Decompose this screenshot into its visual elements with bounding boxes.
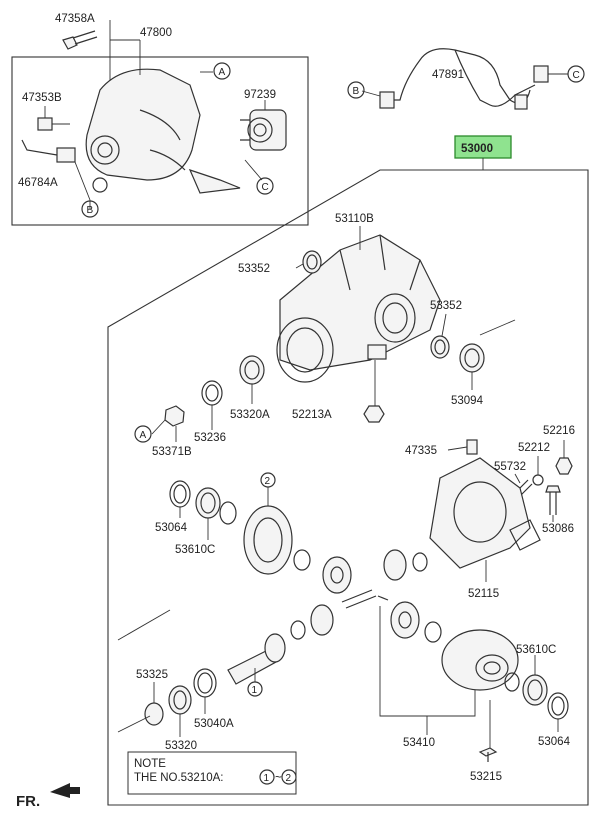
part-53040a-spacer[interactable] — [193, 668, 217, 698]
note-ref-2: 2 — [286, 773, 292, 784]
part-pinion-gear-upper[interactable] — [383, 549, 407, 581]
part-53352-seal-right[interactable] — [430, 335, 450, 359]
front-label: FR. — [16, 793, 40, 810]
actuator-group-box — [11, 56, 309, 226]
part-47353b-sensor[interactable] — [37, 117, 53, 131]
ref-circle-b-right — [347, 81, 365, 99]
label-53352-left: 53352 — [238, 263, 270, 275]
ref-circle-c-left — [256, 177, 274, 195]
label-53086: 53086 — [542, 523, 574, 535]
part-53320-bearing[interactable] — [168, 685, 192, 715]
part-53610c-bearing-lower[interactable] — [522, 674, 548, 706]
ref-circle-b-left — [81, 200, 99, 218]
label-52115: 52115 — [468, 588, 499, 600]
part-46784a-harness[interactable] — [21, 139, 76, 163]
label-52212: 52212 — [518, 442, 550, 454]
part-97239-motor[interactable] — [240, 109, 287, 151]
part-53215-bolt[interactable] — [478, 747, 498, 762]
note-ref-1: 1 — [264, 773, 270, 784]
label-53610c-lower: 53610C — [516, 644, 556, 656]
label-52213a: 52213A — [292, 409, 332, 421]
label-53000: 53000 — [461, 143, 493, 155]
ref-c-right: C — [573, 70, 580, 81]
part-ring-gear[interactable] — [243, 505, 293, 575]
label-53325: 53325 — [136, 669, 168, 681]
label-53110b: 53110B — [335, 213, 374, 225]
part-pinion-shaft[interactable] — [341, 589, 389, 609]
part-52212-washer[interactable] — [532, 474, 544, 486]
part-53064-seal-lower[interactable] — [547, 692, 569, 720]
label-53094: 53094 — [451, 395, 484, 407]
part-52216-plug[interactable] — [555, 457, 573, 475]
part-side-gear-left[interactable] — [322, 556, 352, 594]
assembly-53000-frame — [107, 169, 589, 806]
label-52216: 52216 — [543, 425, 575, 437]
label-97239: 97239 — [244, 89, 276, 101]
label-47891: 47891 — [432, 69, 464, 81]
label-53215: 53215 — [470, 771, 502, 783]
part-47800-housing[interactable] — [85, 68, 241, 194]
note-text: THE NO.53210A: — [134, 772, 223, 784]
part-thrust-washer-d[interactable] — [424, 621, 442, 643]
part-53371b-nut[interactable] — [164, 405, 185, 427]
label-53371b: 53371B — [152, 446, 192, 458]
label-47353b: 47353B — [22, 92, 62, 104]
part-53325-spacer[interactable] — [144, 702, 164, 726]
part-53610c-bearing-upper[interactable] — [195, 487, 237, 525]
ref-b-left: B — [87, 205, 94, 216]
note-tilde: ~ — [275, 772, 282, 784]
part-drive-pinion[interactable] — [227, 633, 286, 685]
callout-2-ring-gear: 2 — [265, 476, 271, 487]
part-53094-cap[interactable] — [459, 343, 485, 373]
note-circle-2 — [281, 769, 297, 785]
part-thrust-washer-a[interactable] — [293, 549, 311, 571]
label-53410: 53410 — [403, 737, 435, 749]
part-thrust-washer-b[interactable] — [412, 552, 428, 572]
part-47335-plug[interactable] — [466, 439, 478, 455]
part-52115-cover[interactable] — [429, 457, 541, 569]
part-52213a-bolt[interactable] — [363, 405, 385, 423]
part-thrust-washer-c[interactable] — [290, 620, 306, 640]
label-47800: 47800 — [140, 27, 172, 39]
part-53320a-bearing[interactable] — [239, 355, 265, 385]
part-53086-bolt[interactable] — [545, 485, 561, 515]
bolt-47358a[interactable] — [62, 30, 98, 50]
part-pinion-gear-lower[interactable] — [310, 604, 334, 636]
label-47335: 47335 — [405, 445, 437, 457]
ref-b-right: B — [353, 86, 360, 97]
part-47891-harness[interactable] — [379, 48, 549, 110]
note-title: NOTE — [134, 758, 166, 770]
part-side-gear-right[interactable] — [390, 601, 420, 639]
label-53064-upper: 53064 — [155, 522, 188, 534]
part-53236-ring[interactable] — [201, 380, 223, 406]
ref-a-top: A — [219, 67, 226, 78]
ref-circle-a-mid — [134, 425, 152, 443]
ref-c-left: C — [262, 182, 269, 193]
label-46784a: 46784A — [18, 177, 58, 189]
part-53410-snap-ring[interactable] — [504, 672, 520, 692]
label-53236: 53236 — [194, 432, 226, 444]
label-55732: 55732 — [494, 461, 526, 473]
part-53352-seal-left[interactable] — [302, 250, 322, 274]
note-circle-1 — [259, 769, 275, 785]
label-53064-lower: 53064 — [538, 736, 571, 748]
label-47358a: 47358A — [55, 13, 95, 25]
note-box — [127, 751, 297, 795]
callout-1-drive-pinion: 1 — [252, 685, 258, 696]
label-53320a: 53320A — [230, 409, 270, 421]
part-53064-seal-upper[interactable] — [169, 480, 191, 508]
ref-circle-c-right — [567, 65, 585, 83]
front-arrow-icon — [50, 783, 80, 798]
ref-circle-a-top — [213, 62, 231, 80]
part-53110b-carrier-case[interactable] — [276, 234, 441, 383]
label-53352-right: 53352 — [430, 300, 462, 312]
label-53040a: 53040A — [194, 718, 234, 730]
part-53410-differential-case[interactable] — [441, 629, 519, 691]
label-53320: 53320 — [165, 740, 197, 752]
ref-a-mid: A — [140, 430, 147, 441]
label-53610c-upper: 53610C — [175, 544, 215, 556]
